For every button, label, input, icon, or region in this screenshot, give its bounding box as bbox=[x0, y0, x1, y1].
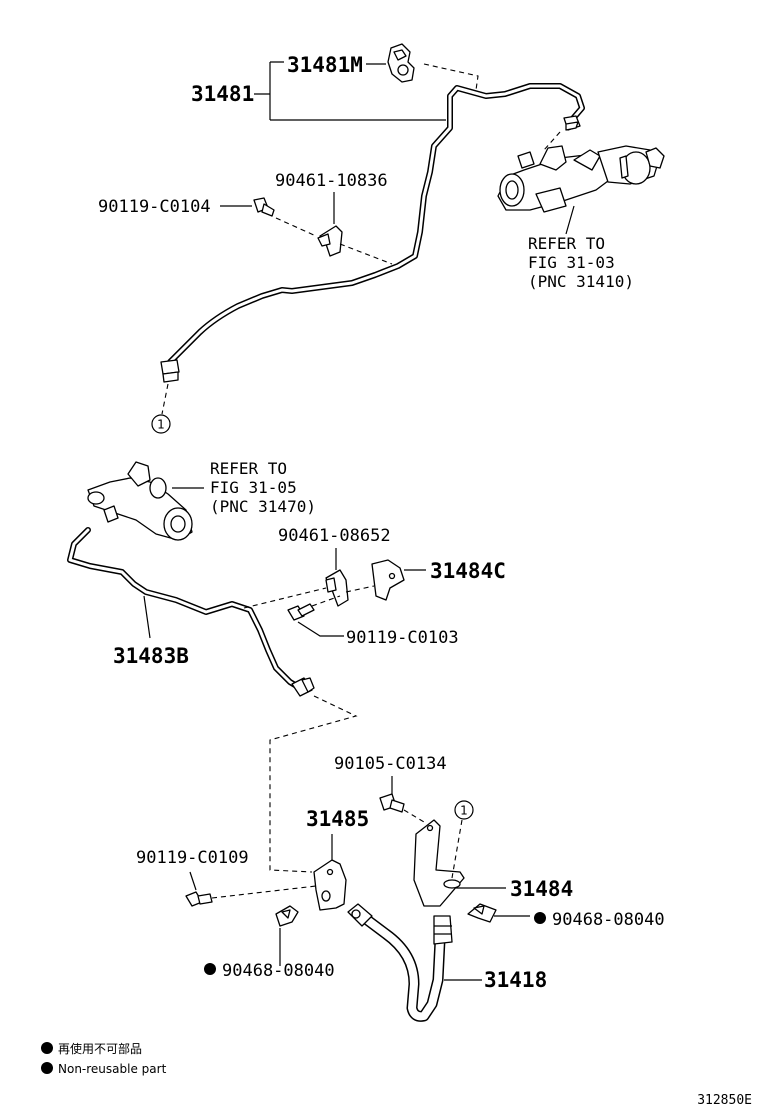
pipe-fitting-lower bbox=[160, 359, 180, 383]
legend-non-reusable-en: Non-reusable part bbox=[58, 1062, 167, 1076]
ref-fig-31-03-line1: REFER TO bbox=[528, 234, 605, 253]
ref-fig-31-03-line3: (PNC 31410) bbox=[528, 272, 634, 291]
pipe-31483b bbox=[67, 527, 303, 691]
pipe-fitting-upper bbox=[563, 115, 581, 131]
pipe-31481 bbox=[167, 83, 585, 365]
clamp-90461-08652 bbox=[325, 569, 349, 607]
label-31484c: 31484C bbox=[430, 559, 506, 583]
circle-ref-bottom-label: 1 bbox=[460, 804, 468, 818]
bracket-31484c bbox=[371, 559, 405, 601]
label-31418: 31418 bbox=[484, 968, 547, 992]
label-90468-08040-right: 90468-08040 bbox=[552, 910, 665, 930]
clamp-90461-10836 bbox=[317, 225, 343, 257]
bracket-31485 bbox=[313, 859, 347, 911]
legend-dot-jp bbox=[41, 1042, 53, 1054]
bolt-90119-c0104 bbox=[253, 197, 275, 217]
label-90119-c0104: 90119-C0104 bbox=[98, 197, 211, 217]
ref-fig-31-05-line3: (PNC 31470) bbox=[210, 497, 316, 516]
label-90119-c0109: 90119-C0109 bbox=[136, 848, 249, 868]
circle-ref-bottom: 1 bbox=[454, 800, 474, 820]
release-cylinder bbox=[87, 461, 193, 541]
bolt-90105-c0134 bbox=[379, 793, 405, 813]
hose-31418-fittings bbox=[347, 903, 453, 945]
label-90468-08040-left: 90468-08040 bbox=[222, 961, 335, 981]
clip-31481m bbox=[387, 43, 415, 83]
bolt-90119-c0109 bbox=[185, 891, 213, 907]
non-reusable-marker-left bbox=[204, 963, 216, 975]
label-31481m: 31481M bbox=[287, 53, 363, 77]
figure-id: 312850E bbox=[697, 1093, 752, 1108]
label-31481: 31481 bbox=[191, 82, 254, 106]
ref-fig-31-05-line2: FIG 31-05 bbox=[210, 478, 297, 497]
ref-fig-31-05-line1: REFER TO bbox=[210, 459, 287, 478]
circle-ref-top: 1 bbox=[151, 414, 171, 434]
legend-dot-en bbox=[41, 1062, 53, 1074]
bolt-90119-c0103 bbox=[287, 603, 315, 621]
clip-90468-08040-right bbox=[467, 903, 497, 923]
label-90461-10836: 90461-10836 bbox=[275, 171, 388, 191]
bracket-31484 bbox=[413, 819, 465, 907]
label-90105-c0134: 90105-C0134 bbox=[334, 754, 447, 774]
label-31483b: 31483B bbox=[113, 644, 189, 668]
label-31485: 31485 bbox=[306, 807, 369, 831]
label-90461-08652: 90461-08652 bbox=[278, 526, 391, 546]
non-reusable-marker-right bbox=[534, 912, 546, 924]
master-cylinder bbox=[497, 145, 665, 213]
ref-fig-31-03-line2: FIG 31-03 bbox=[528, 253, 615, 272]
hose-31418 bbox=[356, 910, 446, 1022]
clip-90468-08040-left bbox=[275, 905, 299, 927]
pipe-31483b-fitting bbox=[291, 677, 315, 697]
legend-non-reusable-jp: 再使用不可部品 bbox=[58, 1041, 142, 1056]
circle-ref-top-label: 1 bbox=[157, 418, 165, 432]
label-90119-c0103: 90119-C0103 bbox=[346, 628, 459, 648]
label-31484: 31484 bbox=[510, 877, 573, 901]
